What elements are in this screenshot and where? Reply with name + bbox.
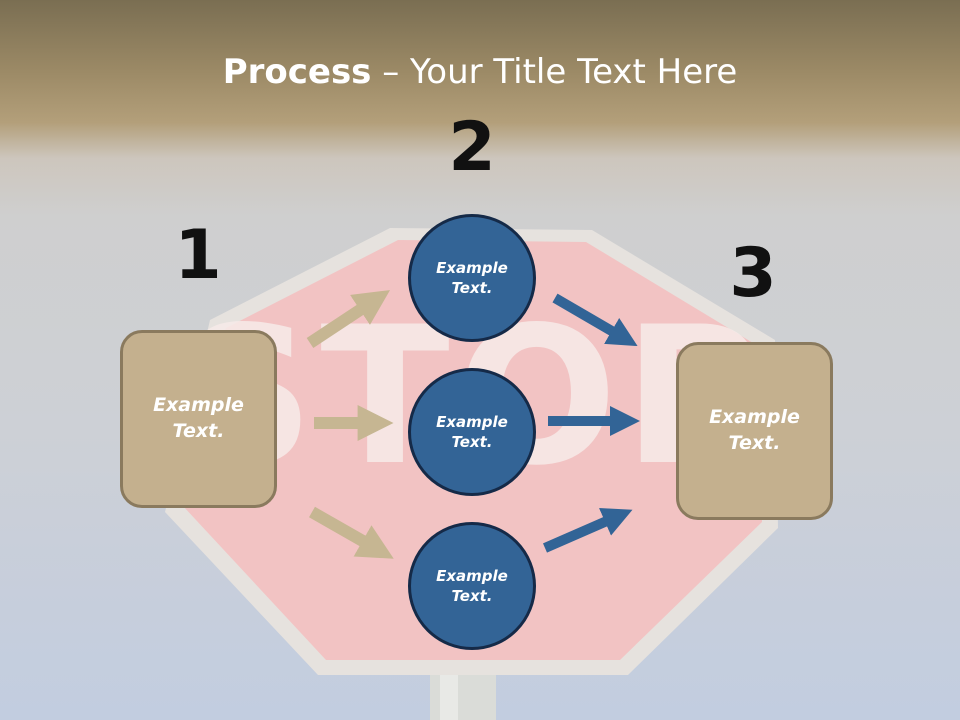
node-bottom-circle: Example Text. bbox=[408, 522, 536, 650]
node-top-circle: Example Text. bbox=[408, 214, 536, 342]
step-number-2: 2 bbox=[448, 108, 496, 187]
step-1-box: Example Text. bbox=[120, 330, 277, 508]
arrow-1-to-bottom bbox=[309, 506, 394, 559]
step-1-text: Example Text. bbox=[153, 394, 244, 442]
step-3-text: Example Text. bbox=[709, 406, 800, 454]
arrow-top-to-3 bbox=[552, 293, 638, 347]
arrow-1-to-top bbox=[306, 290, 391, 349]
node-middle-text: Example Text. bbox=[436, 412, 508, 451]
arrow-bottom-to-3 bbox=[542, 508, 633, 553]
node-bottom-text: Example Text. bbox=[436, 566, 508, 605]
step-number-1: 1 bbox=[174, 216, 222, 295]
title-bold: Process bbox=[222, 52, 372, 92]
node-middle-circle: Example Text. bbox=[408, 368, 536, 496]
step-number-3: 3 bbox=[729, 234, 777, 313]
node-top-text: Example Text. bbox=[436, 258, 508, 297]
step-3-box: Example Text. bbox=[676, 342, 833, 520]
title-rest: – Your Title Text Here bbox=[371, 52, 738, 92]
slide-title: Process – Your Title Text Here bbox=[0, 52, 960, 92]
